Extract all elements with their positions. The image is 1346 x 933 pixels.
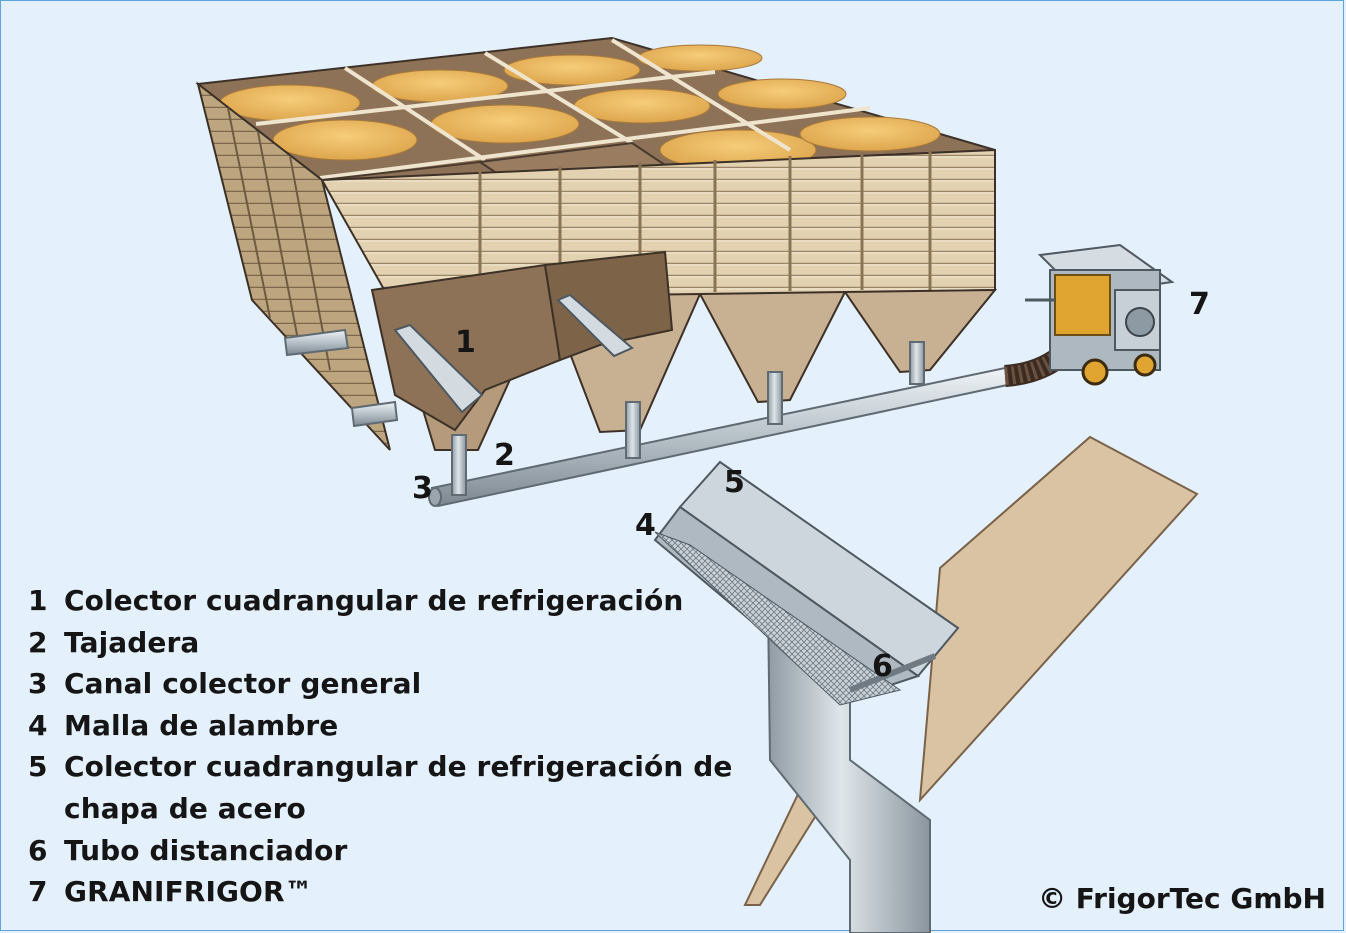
callout-1: 1	[455, 325, 476, 360]
legend-text: Tubo distanciador	[64, 833, 348, 867]
copyright-notice: © FrigorTec GmbH	[1038, 882, 1326, 915]
grain-cells	[219, 44, 941, 171]
detail-steel-collector	[653, 460, 960, 706]
legend-number: 5	[28, 750, 48, 784]
legend-text: GRANIFRIGOR™	[64, 875, 313, 909]
legend-item: 3 Canal colector general	[28, 663, 754, 705]
callout-2: 2	[494, 438, 515, 473]
legend-text: Tajadera	[64, 625, 200, 659]
legend-item: 4 Malla de alambre	[28, 705, 754, 747]
callout-numbers: 1 2 3 4 5 6 7	[412, 287, 1210, 684]
legend-number: 3	[28, 667, 48, 701]
legend-item: 7 GRANIFRIGOR™	[28, 871, 754, 913]
legend-item: 6 Tubo distanciador	[28, 830, 754, 872]
legend-number: 6	[28, 833, 48, 867]
granifrigor-unit	[1025, 243, 1175, 386]
legend-number: 2	[28, 625, 48, 659]
callout-7: 7	[1189, 287, 1210, 322]
callout-3: 3	[412, 471, 433, 506]
legend-item: 2 Tajadera	[28, 622, 754, 664]
legend-number: 4	[28, 708, 48, 742]
legend-text: Canal colector general	[64, 667, 422, 701]
silo-hoppers	[370, 250, 998, 451]
detail-hopper-plate	[743, 435, 1199, 906]
callout-5: 5	[724, 465, 745, 500]
legend-number: 1	[28, 584, 48, 617]
callout-6: 6	[872, 649, 893, 684]
callout-4: 4	[635, 508, 656, 543]
internal-cooling-collectors	[393, 293, 634, 414]
legend-number: 7	[28, 875, 48, 909]
legend-item: 5 Colector cuadrangular de refrigeración …	[28, 746, 754, 829]
legend-item: 1 Colector cuadrangular de refrigeración	[28, 580, 754, 622]
main-collector-duct	[283, 328, 1014, 508]
legend-text: Colector cuadrangular de refrigeración	[64, 584, 684, 617]
legend-text: Malla de alambre	[64, 708, 339, 742]
legend-text: Colector cuadrangular de refrigeración d…	[64, 750, 733, 825]
